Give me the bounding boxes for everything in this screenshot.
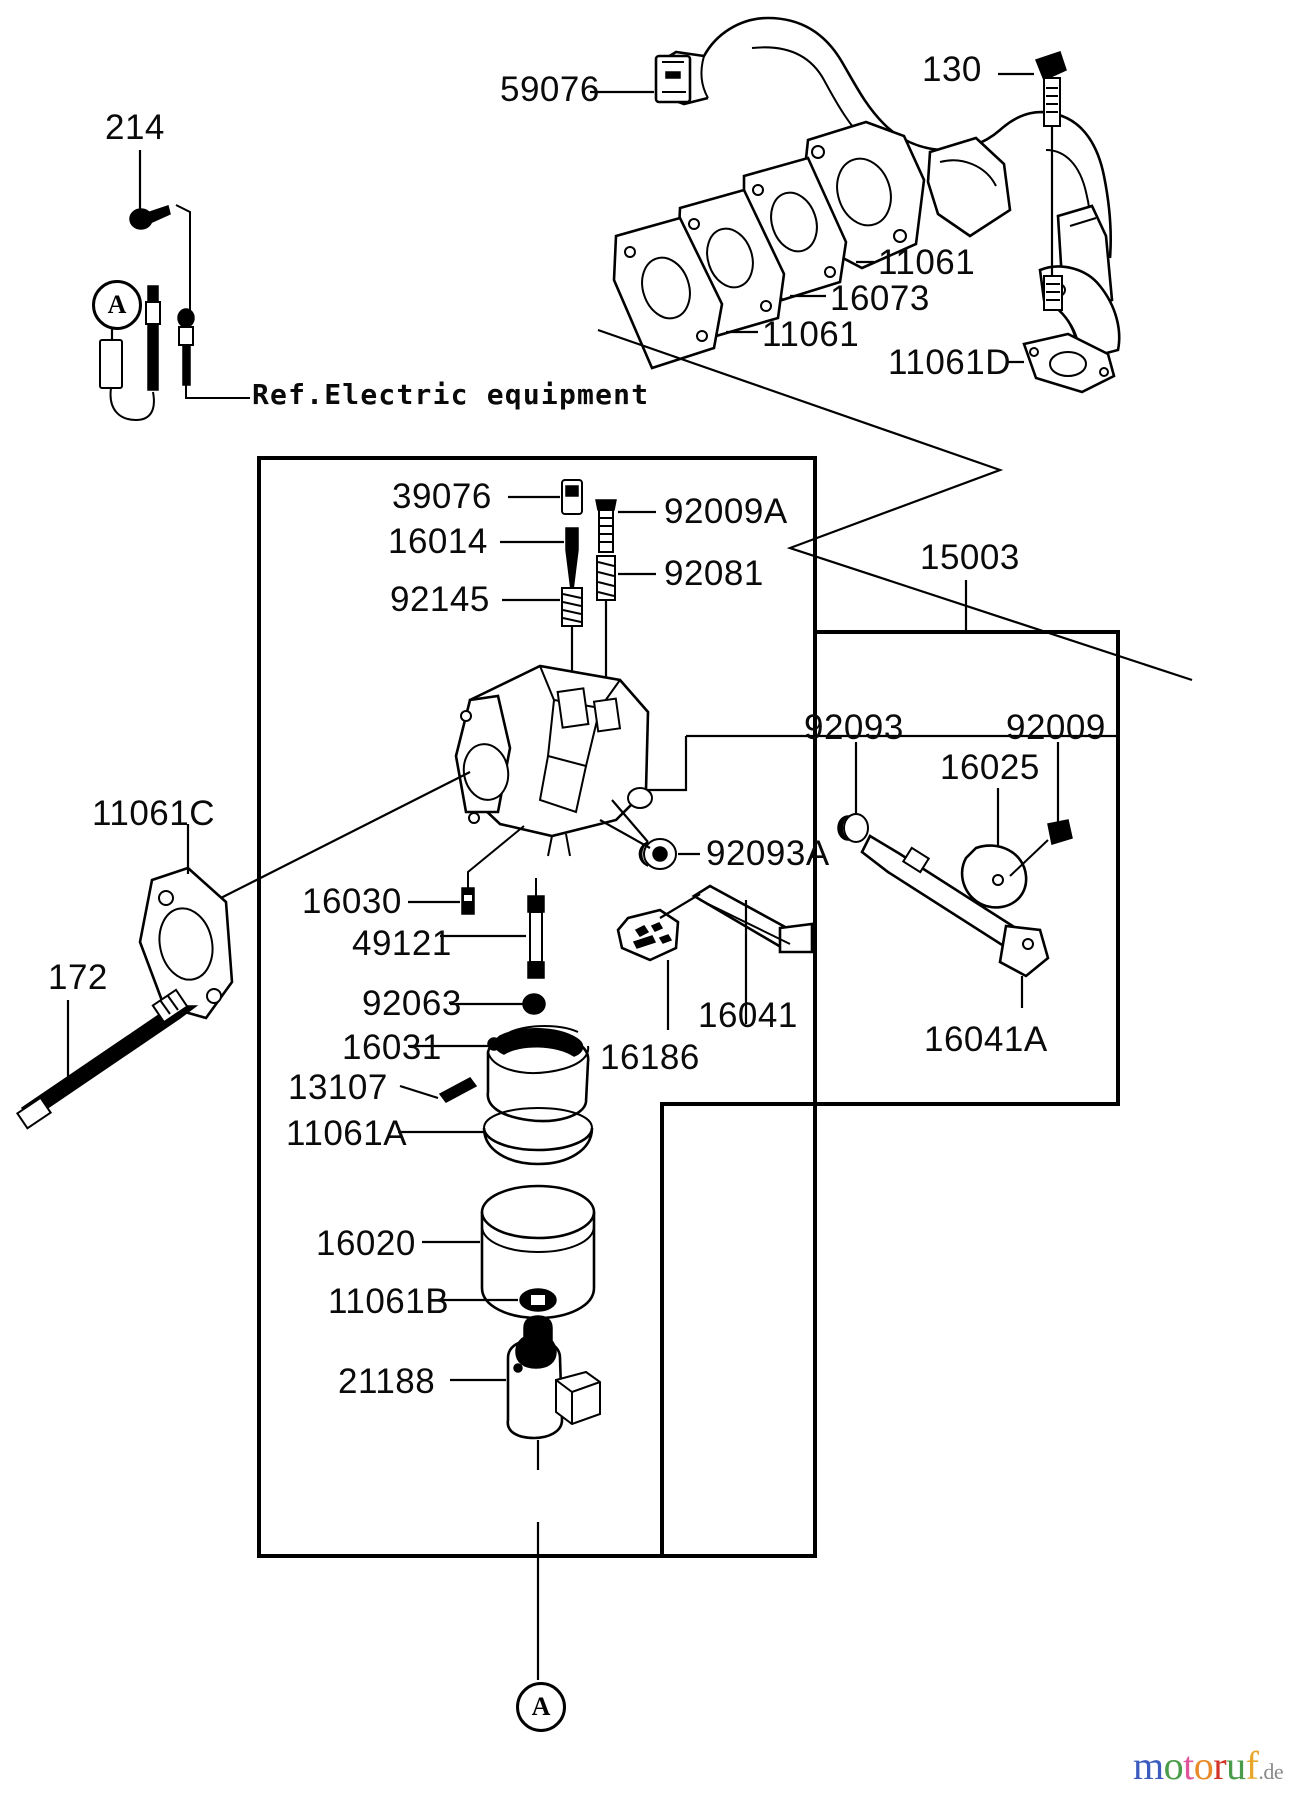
drain-valve-21188 bbox=[450, 1315, 601, 1470]
label-11061-lower: 11061 bbox=[762, 315, 860, 354]
watermark-letter: o bbox=[1163, 1743, 1184, 1788]
label-92009: 92009 bbox=[1006, 708, 1106, 747]
label-16041: 16041 bbox=[698, 996, 798, 1035]
watermark-letter: t bbox=[1183, 1743, 1194, 1788]
governor-linkage bbox=[837, 742, 1073, 1008]
label-16031: 16031 bbox=[342, 1028, 442, 1067]
label-59076: 59076 bbox=[500, 70, 600, 109]
throttle-plate-16186 bbox=[616, 908, 680, 962]
label-92063: 92063 bbox=[362, 984, 462, 1023]
carburetor-body bbox=[454, 664, 653, 857]
carb-lower-parts bbox=[408, 825, 546, 1015]
label-92145: 92145 bbox=[390, 580, 490, 619]
watermark-letter: u bbox=[1226, 1743, 1246, 1788]
watermark-letter: f bbox=[1245, 1743, 1259, 1788]
watermark-suffix: .de bbox=[1258, 1759, 1284, 1784]
intake-manifold-group bbox=[590, 16, 1121, 394]
callout-marker-a-bottom: A bbox=[516, 1682, 566, 1732]
float-bowl-group bbox=[398, 1025, 594, 1166]
oring-11061B-real bbox=[519, 1288, 557, 1312]
electric-equipment-group bbox=[99, 150, 250, 421]
label-92009A: 92009A bbox=[664, 492, 788, 531]
label-11061D: 11061D bbox=[888, 343, 1012, 382]
watermark-motoruf: motoruf.de bbox=[1133, 1742, 1284, 1789]
label-16014: 16014 bbox=[388, 522, 488, 561]
washer-92093A bbox=[638, 838, 677, 870]
callout-a-bottom-label: A bbox=[531, 1692, 551, 1721]
label-16073: 16073 bbox=[830, 279, 930, 318]
label-172: 172 bbox=[48, 958, 108, 997]
label-15003: 15003 bbox=[920, 538, 1020, 577]
label-214: 214 bbox=[105, 108, 165, 147]
label-11061-upper: 11061 bbox=[878, 243, 976, 282]
ref-electric-equipment-note: Ref.Electric equipment bbox=[252, 378, 650, 411]
label-49121: 49121 bbox=[352, 924, 452, 963]
label-16030: 16030 bbox=[302, 882, 402, 921]
label-13107: 13107 bbox=[288, 1068, 388, 1107]
insulator-gasket-group bbox=[138, 824, 234, 1020]
throttle-shaft-16041 bbox=[691, 884, 814, 954]
label-16020: 16020 bbox=[316, 1224, 416, 1263]
callout-marker-a-top: A bbox=[92, 280, 142, 330]
label-11061C: 11061C bbox=[92, 794, 216, 833]
label-16186: 16186 bbox=[600, 1038, 700, 1077]
label-130: 130 bbox=[922, 50, 982, 89]
label-92093: 92093 bbox=[804, 708, 904, 747]
label-16025: 16025 bbox=[940, 748, 1040, 787]
label-21188: 21188 bbox=[338, 1362, 436, 1401]
label-11061A: 11061A bbox=[286, 1114, 408, 1153]
watermark-letter: m bbox=[1133, 1743, 1164, 1788]
label-16041A: 16041A bbox=[924, 1020, 1048, 1059]
watermark-letter: r bbox=[1213, 1743, 1227, 1788]
watermark-letter: o bbox=[1193, 1743, 1214, 1788]
label-92081: 92081 bbox=[664, 554, 764, 593]
label-11061B: 11061B bbox=[328, 1282, 450, 1321]
callout-a-top-label: A bbox=[107, 290, 127, 319]
label-92093A: 92093A bbox=[706, 834, 830, 873]
stud-172 bbox=[15, 988, 199, 1130]
label-39076: 39076 bbox=[392, 477, 492, 516]
